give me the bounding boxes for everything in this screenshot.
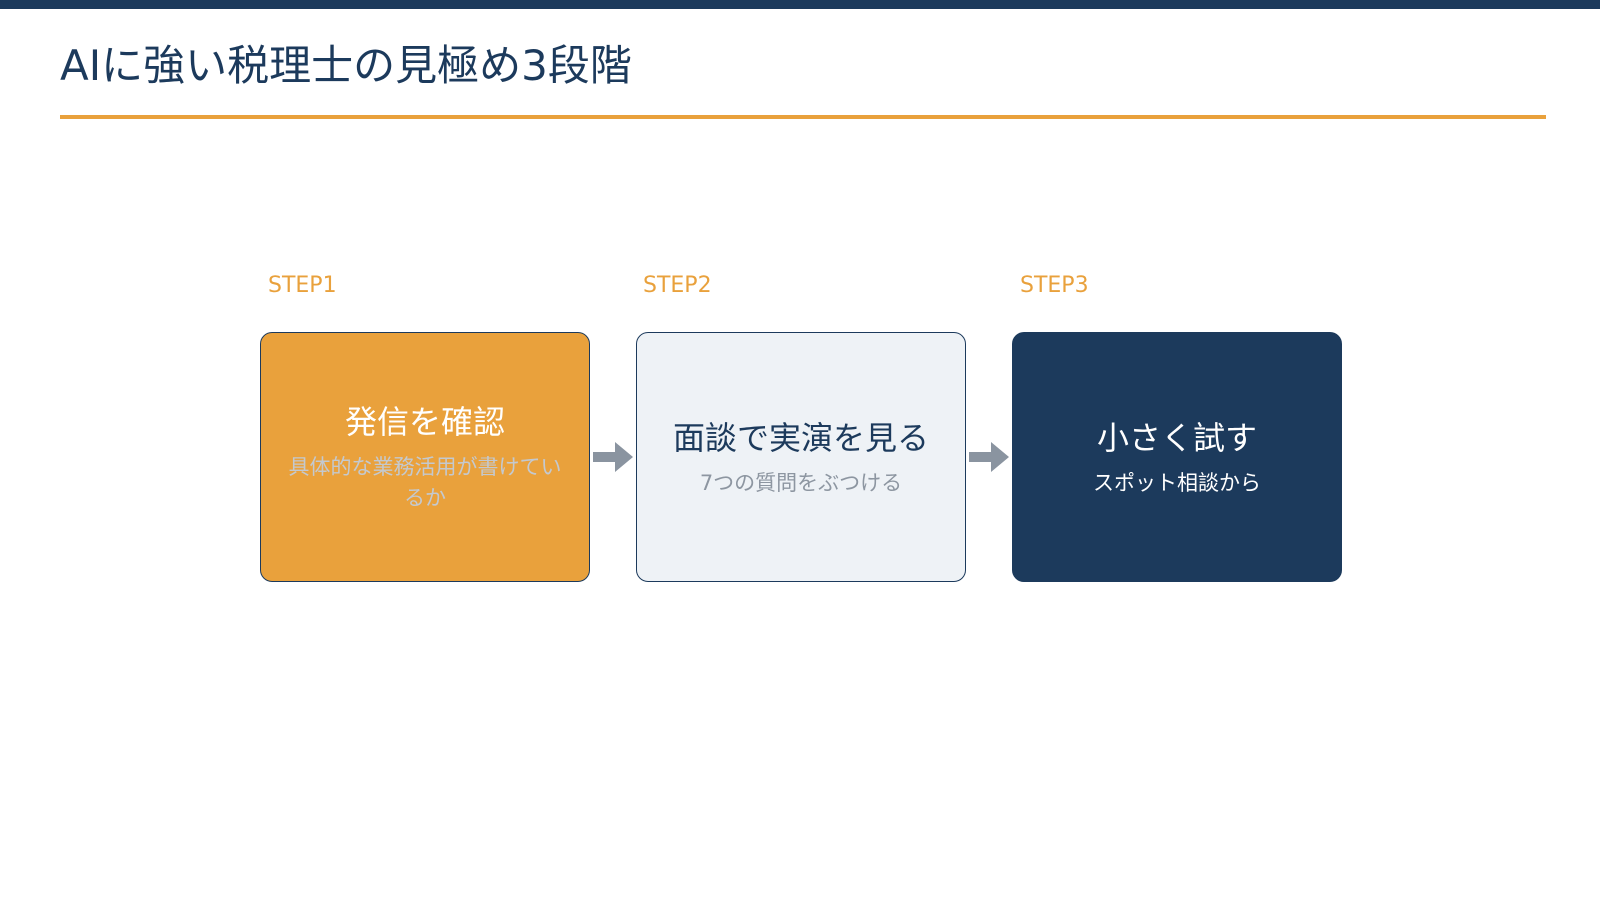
step-3-subtitle: スポット相談から [1093, 470, 1261, 495]
step-2-label: STEP2 [643, 273, 712, 298]
arrow-right-icon [969, 442, 1009, 472]
step-2-title: 面談で実演を見る [672, 418, 929, 457]
step-3-box: 小さく試す スポット相談から [1012, 332, 1342, 582]
top-accent-bar [0, 0, 1600, 9]
step-2-subtitle: 7つの質問をぶつける [699, 470, 903, 495]
step-1-title: 発信を確認 [344, 403, 505, 441]
step-3-title: 小さく試す [1096, 418, 1257, 457]
step-2-box: 面談で実演を見る 7つの質問をぶつける [636, 332, 966, 582]
page-title: AIに強い税理士の見極め3段階 [60, 41, 632, 90]
step-3-label: STEP3 [1020, 273, 1089, 298]
title-underline [60, 115, 1546, 119]
step-1-subtitle: 具体的な業務活用が書けているか [288, 455, 562, 510]
step-1-label: STEP1 [268, 273, 337, 298]
arrow-right-icon [593, 442, 633, 472]
step-1-box: 発信を確認 具体的な業務活用が書けているか [260, 332, 590, 582]
